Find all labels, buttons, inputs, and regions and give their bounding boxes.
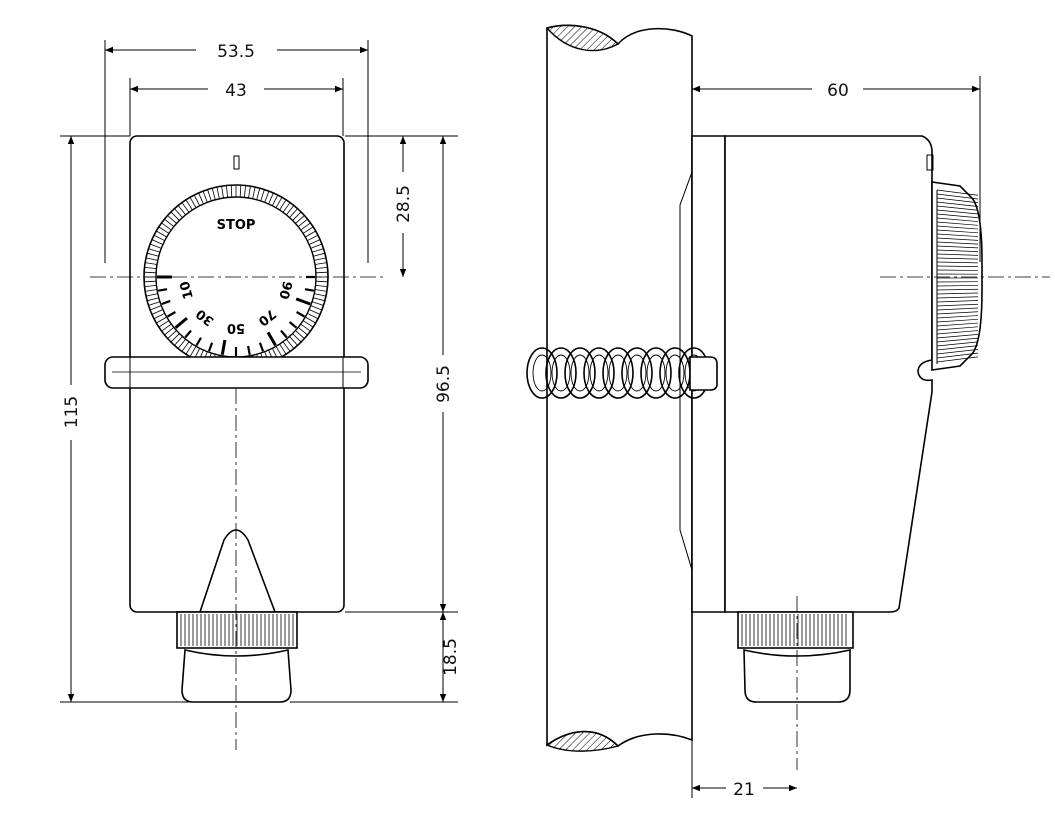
svg-text:53.5: 53.5 [217,42,255,62]
dimension-overall-height: 115 [62,136,82,702]
svg-text:115: 115 [62,396,82,428]
dial-knob-side[interactable] [932,182,982,370]
dimension-dial-offset: 28.5 [394,136,414,277]
dimension-depth: 60 [692,81,980,101]
clamp-band-front [105,357,368,388]
dial-stop-label: STOP [217,218,256,233]
dial-scale-label: 50 [227,320,245,335]
svg-text:28.5: 28.5 [394,185,414,223]
dimension-body-width: 43 [130,81,343,101]
side-view: 60 21 [527,25,1050,800]
dimension-overall-width: 53.5 [105,42,368,62]
svg-text:18.5: 18.5 [441,638,461,676]
svg-text:96.5: 96.5 [434,365,454,403]
dimension-gland-height: 18.5 [441,612,461,702]
svg-text:43: 43 [225,81,247,101]
dimension-pipe-offset: 21 [692,780,797,800]
thermostat-body-side [680,136,933,612]
dimension-body-height: 96.5 [434,136,454,612]
cable-gland-front [177,612,297,702]
svg-text:60: 60 [827,81,849,101]
cable-gland-side [738,612,853,702]
svg-text:21: 21 [733,780,755,800]
